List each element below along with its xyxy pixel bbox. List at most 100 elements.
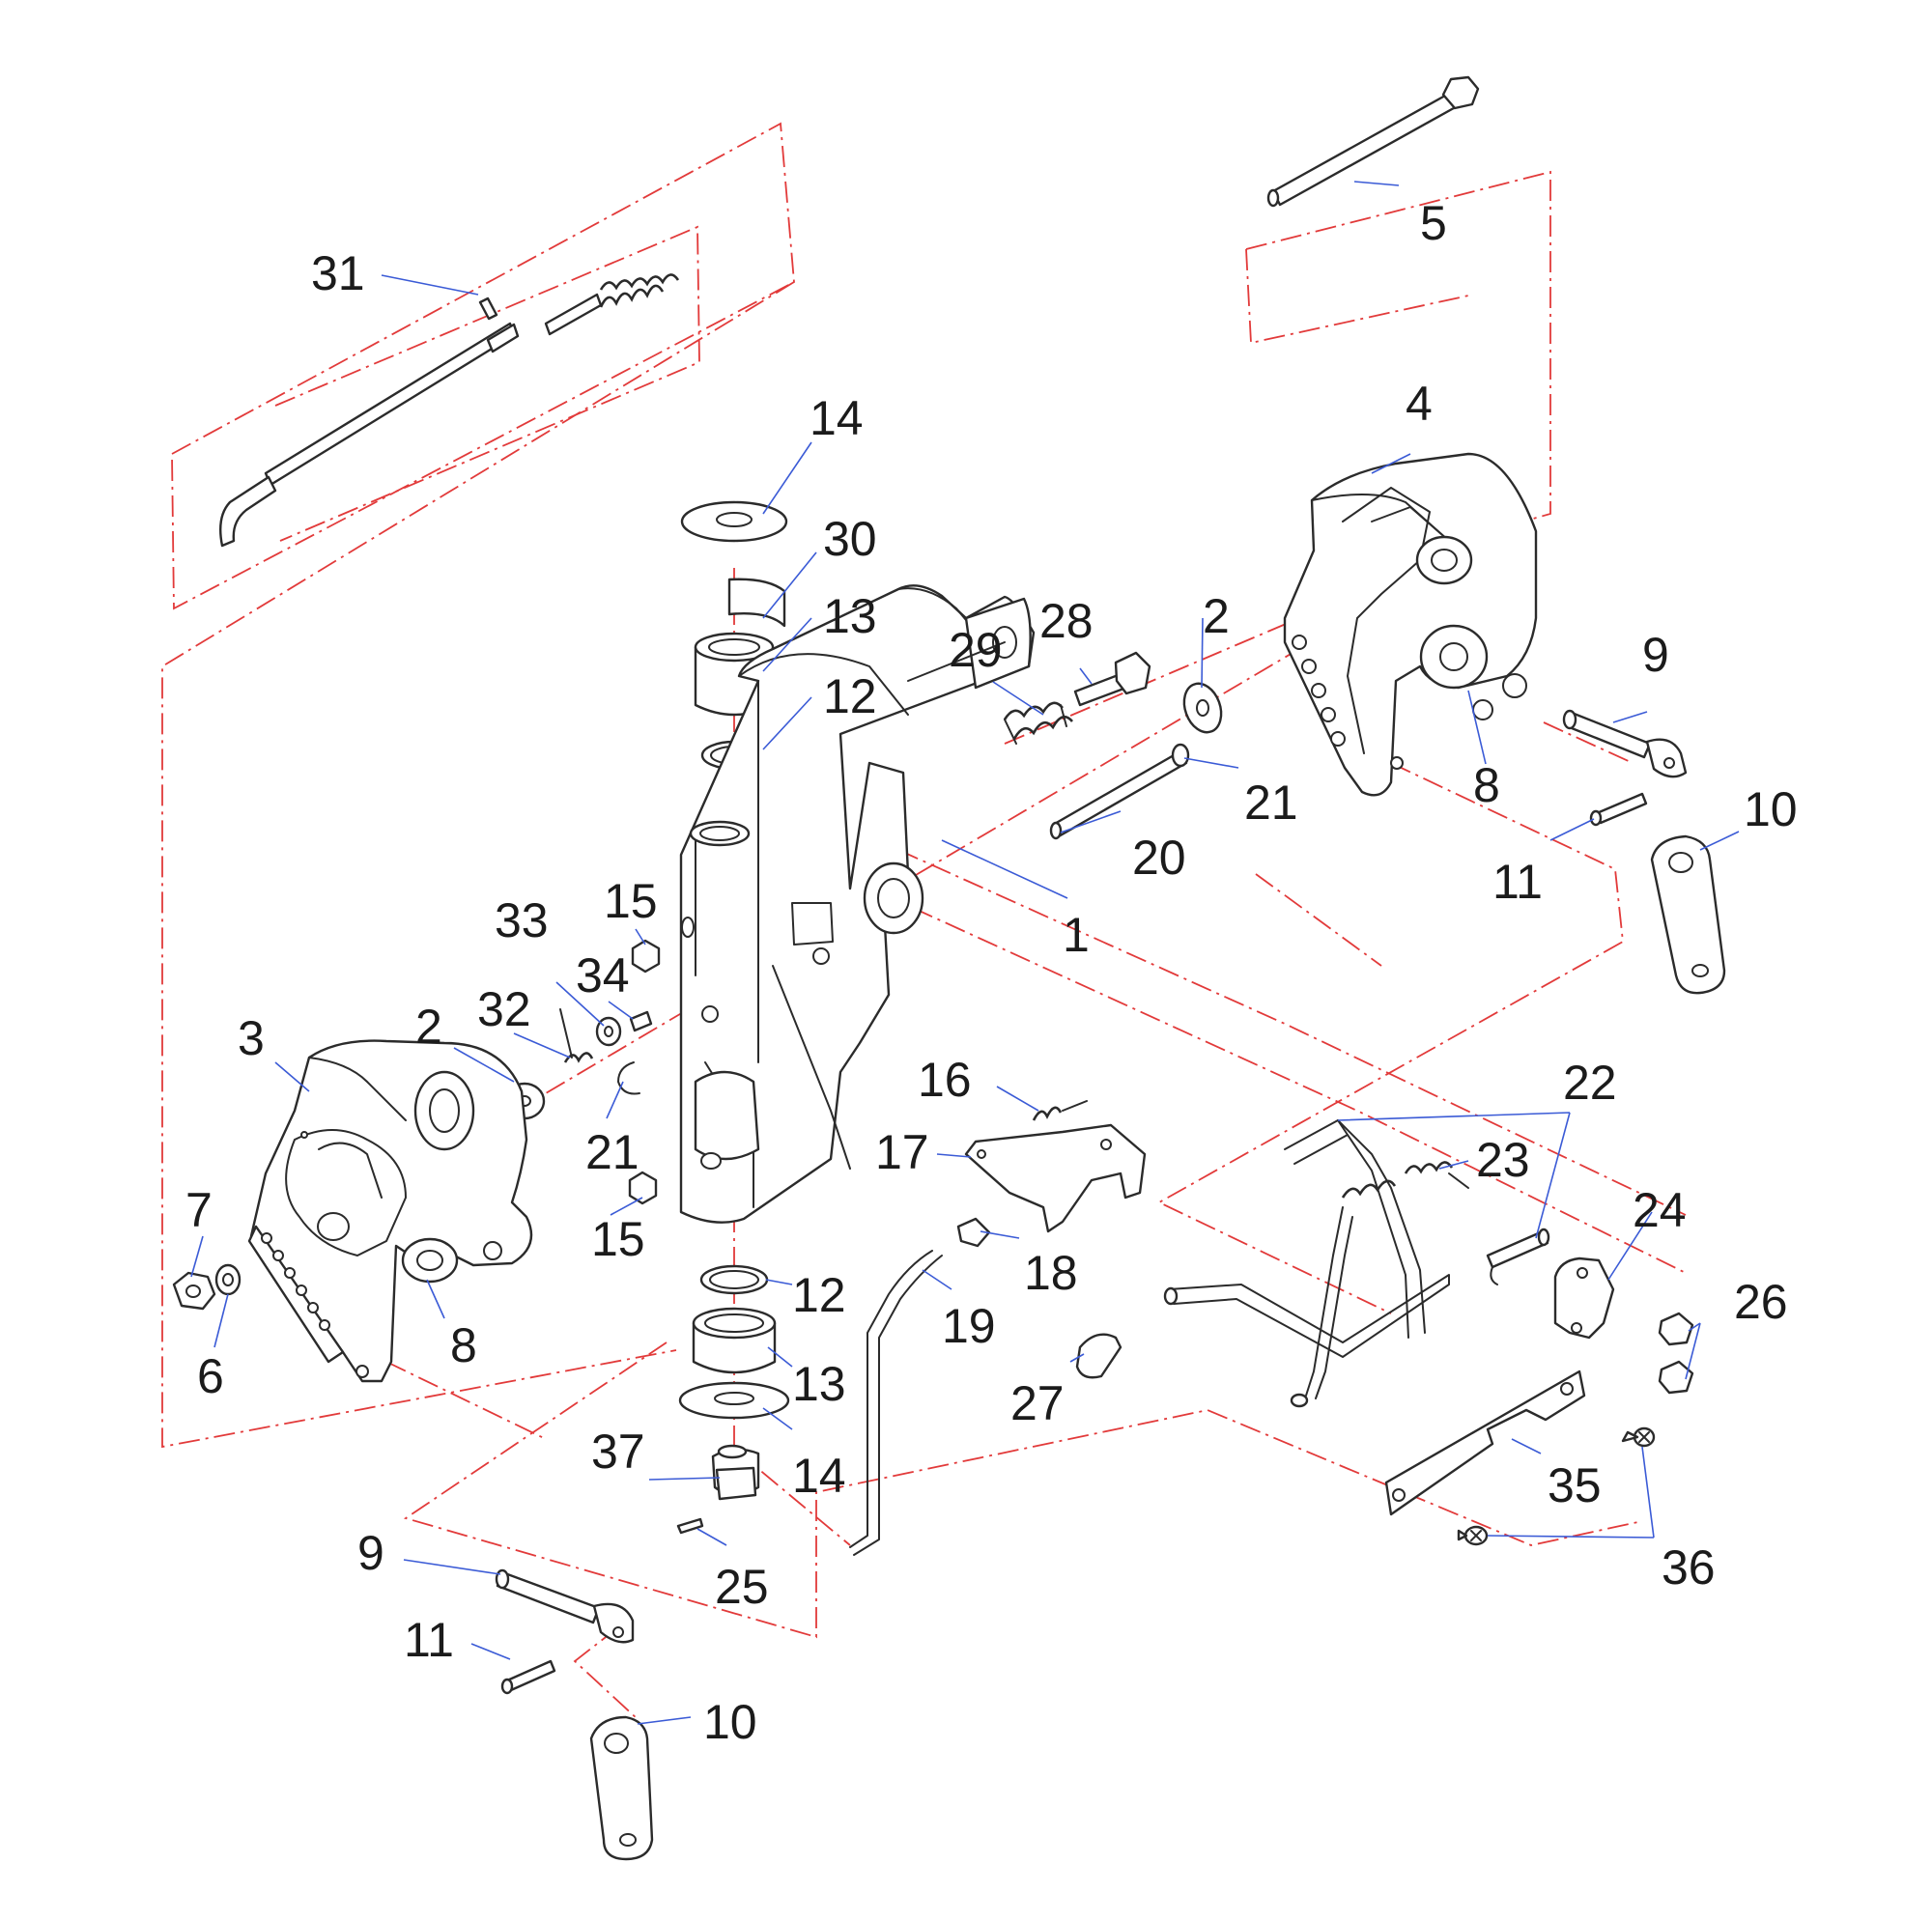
- leader-1: [941, 839, 1068, 899]
- leader-22: [1337, 1112, 1571, 1239]
- leader-13b: [767, 1346, 793, 1368]
- leader-28: [1079, 667, 1093, 685]
- callout-16: 16: [918, 1053, 972, 1107]
- leader-33: [555, 981, 605, 1027]
- part-19-rod-edge: [853, 1255, 943, 1556]
- callout-9-left: 9: [357, 1526, 384, 1580]
- part-20-pivot-pin: [1049, 743, 1190, 840]
- leader-10a: [1699, 831, 1740, 851]
- callout-32: 32: [477, 982, 531, 1036]
- callout-11-left: 11: [404, 1613, 454, 1667]
- part-15-lower-nut: [628, 1171, 658, 1205]
- leader-11b: [470, 1643, 511, 1660]
- callout-22: 22: [1563, 1056, 1617, 1110]
- leader-24: [1607, 1211, 1653, 1281]
- callout-12-top: 12: [823, 669, 877, 723]
- part-11-lower-cotter: [500, 1659, 556, 1695]
- part-1-swivel-bracket: [679, 584, 1036, 1224]
- part-19-rod: [849, 1250, 933, 1548]
- part-18-nut: [956, 1217, 991, 1248]
- part-13-lower-bushing: [692, 1307, 777, 1374]
- frame-right-lower: [1157, 762, 1624, 1314]
- part-9-lower-pin: [495, 1568, 635, 1644]
- part-31-shaft-assembly: [219, 273, 680, 548]
- leader-9b: [403, 1559, 501, 1575]
- callout-26: 26: [1734, 1275, 1788, 1329]
- callout-3: 3: [238, 1011, 265, 1065]
- leader-7: [190, 1235, 204, 1278]
- leader-8a: [1467, 690, 1487, 765]
- part-36-screws: [1457, 1426, 1656, 1546]
- leader-29: [992, 681, 1044, 716]
- part-32-spring: [559, 1008, 594, 1063]
- leader-18: [980, 1230, 1020, 1239]
- part-25-small-pin: [676, 1517, 704, 1535]
- part-22-lower-pin: [1486, 1228, 1550, 1285]
- callout-19: 19: [942, 1299, 996, 1353]
- leader-30: [762, 551, 817, 619]
- leader-25: [696, 1528, 727, 1546]
- leader-2b: [453, 1047, 515, 1083]
- part-7-nut: [172, 1271, 216, 1311]
- leader-27: [1069, 1353, 1085, 1363]
- callout-14-lower: 14: [792, 1449, 846, 1503]
- leader-19: [922, 1269, 952, 1290]
- callout-5: 5: [1420, 196, 1447, 250]
- callout-37: 37: [591, 1425, 645, 1479]
- part-22-lock-lever: [1163, 1119, 1450, 1408]
- callout-8-right: 8: [1473, 758, 1500, 812]
- axis-lock-lever: [912, 907, 1687, 1274]
- callout-23: 23: [1476, 1133, 1530, 1187]
- assembly-lines: [161, 122, 1687, 1720]
- callout-15-upper: 15: [604, 874, 658, 928]
- axis-pin-right: [1543, 721, 1634, 764]
- leader-15a: [635, 928, 646, 946]
- callout-15-lower: 15: [591, 1212, 645, 1266]
- callout-36: 36: [1662, 1540, 1716, 1595]
- part-27-knob: [1075, 1333, 1122, 1379]
- callout-29: 29: [949, 623, 1003, 677]
- leader-32: [513, 1032, 571, 1059]
- callout-6: 6: [197, 1349, 224, 1403]
- callout-25: 25: [715, 1560, 769, 1614]
- callout-10-left: 10: [703, 1695, 757, 1749]
- leader-23: [1438, 1160, 1469, 1170]
- part-15-upper-nut: [631, 939, 661, 974]
- leader-13a: [762, 617, 812, 672]
- leader-lines: [190, 181, 1740, 1725]
- axis-swivel-b: [733, 1448, 851, 1546]
- part-16-spring: [1032, 1100, 1088, 1121]
- leader-3: [274, 1061, 310, 1092]
- leader-12a: [762, 696, 812, 750]
- axis-pin-lower: [573, 1626, 639, 1720]
- callout-34: 34: [576, 948, 630, 1002]
- leader-8b: [426, 1279, 445, 1319]
- callout-17: 17: [875, 1125, 929, 1179]
- callout-30: 30: [823, 512, 877, 566]
- callout-13-lower: 13: [792, 1357, 846, 1411]
- part-3-left-clamp-bracket: [247, 1039, 533, 1383]
- leader-14a: [762, 441, 812, 515]
- callout-27: 27: [1010, 1376, 1065, 1430]
- leader-31: [381, 274, 479, 296]
- callout-10-right: 10: [1744, 782, 1798, 836]
- part-23-spring: [1404, 1161, 1469, 1189]
- leader-20: [1060, 810, 1122, 833]
- leader-16: [996, 1086, 1039, 1112]
- part-30-half-bushing: [727, 578, 786, 628]
- part-17-plate: [964, 1123, 1147, 1233]
- leader-9a: [1612, 711, 1648, 723]
- part-37-fitting: [711, 1444, 760, 1501]
- callout-4: 4: [1406, 377, 1433, 431]
- callout-14-top: 14: [810, 391, 864, 445]
- callout-35: 35: [1548, 1458, 1602, 1512]
- callout-2-left: 2: [415, 1000, 442, 1054]
- callout-8-left: 8: [450, 1318, 477, 1372]
- axis-lock-lever-b: [897, 849, 1687, 1216]
- part-10-lower-lever: [589, 1715, 654, 1861]
- leader-15b: [610, 1197, 643, 1216]
- frame-lower: [403, 1341, 1643, 1639]
- callout-24: 24: [1633, 1183, 1687, 1237]
- leader-10b: [637, 1716, 692, 1725]
